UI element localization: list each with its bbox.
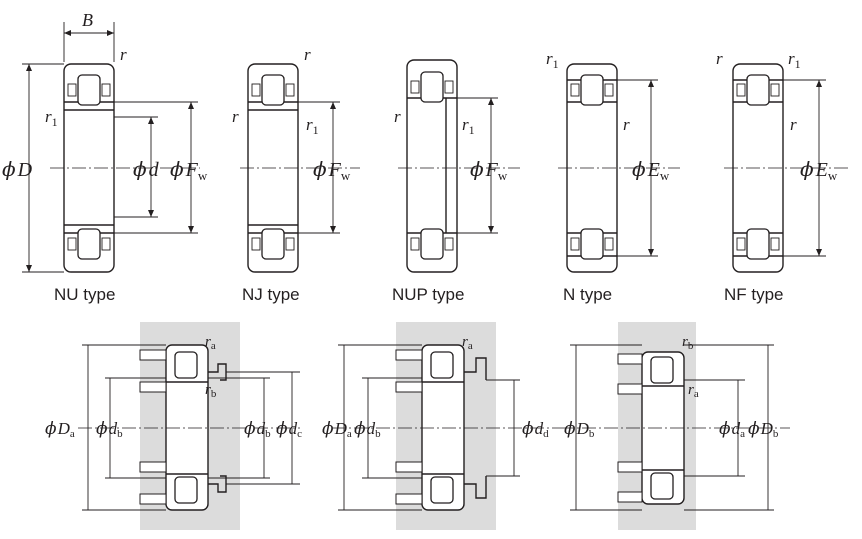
label-r1: r1 xyxy=(45,107,58,129)
right-label-phi-Db: ϕDb xyxy=(564,419,595,440)
n-type-caption: N type xyxy=(563,285,612,304)
mounting-nup-middle xyxy=(332,322,560,530)
nf-label-r-right: r xyxy=(790,115,797,134)
nup-outer-ring xyxy=(406,59,458,273)
label-B: B xyxy=(82,10,93,30)
nup-type-caption: NUP type xyxy=(392,285,464,304)
nj-label-r1: r1 xyxy=(306,115,319,137)
nf-label-r1: r1 xyxy=(788,49,801,71)
left-label-phi-db: ϕdb xyxy=(96,419,123,440)
nf-type-bearing xyxy=(724,63,850,273)
mid-label-phi-dd: ϕdd xyxy=(522,419,549,440)
mid-label-phi-db: ϕdb xyxy=(354,419,381,440)
mounting-nu-left xyxy=(78,322,300,530)
left-label-phi-dc: ϕdc xyxy=(276,419,302,440)
nj-label-r-top: r xyxy=(304,45,311,64)
mid-label-ra: ra xyxy=(462,334,473,352)
n-label-r1: r1 xyxy=(546,49,559,71)
left-label-phi-db-right: ϕdb xyxy=(244,419,271,440)
left-label-phi-Da: ϕDa xyxy=(45,419,75,440)
left-label-ra: ra xyxy=(205,334,216,352)
n-type-bearing xyxy=(558,63,680,273)
nu-type-caption: NU type xyxy=(54,285,115,304)
nj-type-bearing xyxy=(240,63,360,273)
nup-label-r: r xyxy=(394,107,401,126)
nup-type-bearing xyxy=(398,59,520,273)
nj-label-r-left: r xyxy=(232,107,239,126)
right-label-ra: ra xyxy=(688,382,699,400)
nup-label-r1: r1 xyxy=(462,115,475,137)
mid-label-phi-Da: ϕDa xyxy=(322,419,352,440)
nj-type-caption: NJ type xyxy=(242,285,300,304)
nu-type-bearing xyxy=(22,22,200,273)
nu-roller-bottom xyxy=(77,228,101,260)
label-r: r xyxy=(120,45,127,64)
right-label-phi-Db-right: ϕDb xyxy=(748,419,779,440)
right-label-rb: rb xyxy=(682,334,694,352)
n-label-r: r xyxy=(623,115,630,134)
right-label-phi-da: ϕda xyxy=(719,419,745,440)
nf-label-r-left: r xyxy=(716,49,723,68)
left-label-rb: rb xyxy=(205,382,217,400)
nf-type-caption: NF type xyxy=(724,285,784,304)
nu-roller-top xyxy=(77,74,101,106)
mounting-n-right xyxy=(560,322,790,530)
